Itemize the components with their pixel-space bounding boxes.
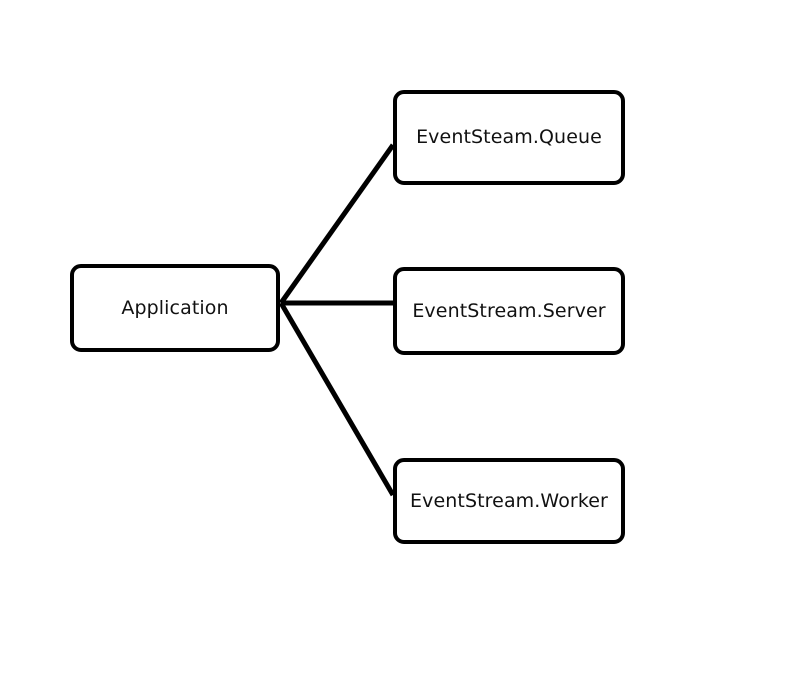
node-worker-label: EventStream.Worker	[410, 489, 608, 512]
edge-application-to-queue	[278, 143, 396, 305]
edge-application-to-worker	[278, 301, 396, 497]
node-application-label: Application	[121, 296, 229, 319]
node-application[interactable]: Application	[70, 264, 280, 352]
node-server-label: EventStream.Server	[412, 299, 606, 322]
node-server[interactable]: EventStream.Server	[393, 267, 625, 355]
node-queue-label: EventSteam.Queue	[416, 126, 602, 148]
node-queue[interactable]: EventSteam.Queue	[393, 90, 625, 185]
node-worker[interactable]: EventStream.Worker	[393, 458, 625, 544]
